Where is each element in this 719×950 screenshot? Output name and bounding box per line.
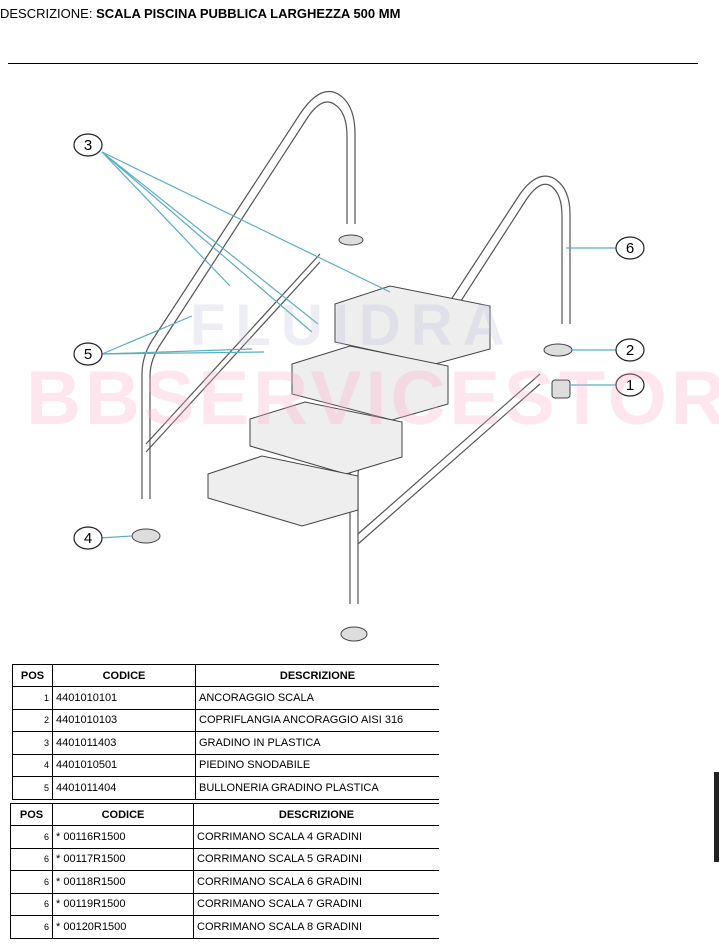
row-desc: CORRIMANO SCALA 8 GRADINI bbox=[193, 915, 439, 938]
ladder-drawing: 1 2 3 4 5 6 bbox=[73, 90, 645, 642]
watermark-fluidra: FLUIDRA bbox=[190, 293, 515, 358]
col-header-pos: POS bbox=[10, 803, 53, 826]
col-header-code: CODICE bbox=[52, 803, 194, 826]
row-code: 4401011404 bbox=[52, 776, 196, 799]
row-desc: CORRIMANO SCALA 7 GRADINI bbox=[193, 892, 439, 916]
table-row: 4 4401010501 PIEDINO SNODABILE bbox=[12, 753, 439, 777]
callout-5-label: 5 bbox=[84, 346, 92, 363]
callout-2-label: 2 bbox=[626, 342, 634, 359]
row-desc: ANCORAGGIO SCALA bbox=[195, 686, 439, 709]
row-pos: 6 bbox=[10, 870, 53, 893]
row-desc: PIEDINO SNODABILE bbox=[195, 753, 439, 777]
table-row: 6 * 00116R1500 CORRIMANO SCALA 4 GRADINI bbox=[10, 825, 439, 848]
table-row: 1 4401010101 ANCORAGGIO SCALA bbox=[12, 686, 439, 709]
row-desc: BULLONERIA GRADINO PLASTICA bbox=[195, 776, 439, 799]
row-pos: 6 bbox=[10, 915, 53, 938]
table-row: 3 4401011403 GRADINO IN PLASTICA bbox=[12, 731, 439, 754]
row-code: 4401010103 bbox=[52, 708, 196, 732]
row-desc: COPRIFLANGIA ANCORAGGIO AISI 316 bbox=[195, 708, 439, 732]
table-row: 6 * 00120R1500 CORRIMANO SCALA 8 GRADINI bbox=[10, 915, 439, 938]
row-pos: 2 bbox=[12, 708, 53, 732]
row-pos: 4 bbox=[12, 753, 53, 777]
parts-table-2: POS CODICE DESCRIZIONE 6 * 00116R1500 CO… bbox=[10, 803, 439, 939]
table-row: 6 * 00119R1500 CORRIMANO SCALA 7 GRADINI bbox=[10, 892, 439, 916]
row-desc: CORRIMANO SCALA 6 GRADINI bbox=[193, 870, 439, 893]
header-title: SCALA PISCINA PUBBLICA LARGHEZZA 500 MM bbox=[96, 6, 401, 21]
rear-handrail bbox=[141, 90, 356, 499]
row-code: 4401010101 bbox=[52, 686, 196, 709]
row-code: * 00119R1500 bbox=[52, 892, 194, 916]
callout-4-label: 4 bbox=[84, 530, 92, 547]
row-code: * 00120R1500 bbox=[52, 915, 194, 938]
row-pos: 3 bbox=[12, 731, 53, 754]
table-header-row: POS CODICE DESCRIZIONE bbox=[10, 803, 439, 826]
row-code: 4401010501 bbox=[52, 753, 196, 777]
row-pos: 6 bbox=[10, 892, 53, 916]
page-edge-mark bbox=[714, 772, 719, 862]
table-row: 6 * 00118R1500 CORRIMANO SCALA 6 GRADINI bbox=[10, 870, 439, 893]
row-desc: CORRIMANO SCALA 4 GRADINI bbox=[193, 825, 439, 848]
anchors-feet bbox=[131, 234, 573, 642]
table-row: 2 4401010103 COPRIFLANGIA ANCORAGGIO AIS… bbox=[12, 708, 439, 732]
row-pos: 1 bbox=[12, 686, 53, 709]
watermark-store: BBSERVICESTORE bbox=[26, 356, 719, 441]
callout-labels: 1 2 3 4 5 6 bbox=[84, 137, 634, 547]
col-header-code: CODICE bbox=[52, 664, 196, 687]
row-pos: 6 bbox=[10, 825, 53, 848]
row-code: * 00116R1500 bbox=[52, 825, 194, 848]
row-code: * 00118R1500 bbox=[52, 870, 194, 893]
callout-1-label: 1 bbox=[626, 377, 634, 394]
leader-lines bbox=[99, 151, 616, 539]
row-desc: CORRIMANO SCALA 5 GRADINI bbox=[193, 847, 439, 871]
table-row: 6 * 00117R1500 CORRIMANO SCALA 5 GRADINI bbox=[10, 847, 439, 871]
callout-circles bbox=[73, 133, 645, 550]
row-code: * 00117R1500 bbox=[52, 847, 194, 871]
steps bbox=[207, 285, 491, 527]
header-label: DESCRIZIONE: bbox=[0, 6, 93, 21]
table-row: 5 4401011404 BULLONERIA GRADINO PLASTICA bbox=[12, 776, 439, 799]
col-header-desc: DESCRIZIONE bbox=[193, 803, 439, 826]
callout-3-label: 3 bbox=[84, 137, 92, 154]
col-header-desc: DESCRIZIONE bbox=[195, 664, 439, 687]
parts-table-1: POS CODICE DESCRIZIONE 1 4401010101 ANCO… bbox=[12, 664, 439, 800]
header-rule bbox=[8, 63, 698, 64]
document-header: DESCRIZIONE: SCALA PISCINA PUBBLICA LARG… bbox=[0, 6, 400, 21]
callout-6-label: 6 bbox=[626, 240, 634, 257]
row-pos: 6 bbox=[10, 847, 53, 871]
table-header-row: POS CODICE DESCRIZIONE bbox=[12, 664, 439, 687]
col-header-pos: POS bbox=[12, 664, 53, 687]
row-pos: 5 bbox=[12, 776, 53, 799]
ladder-exploded-diagram: 1 2 3 4 5 6 bbox=[20, 74, 698, 646]
row-desc: GRADINO IN PLASTICA bbox=[195, 731, 439, 754]
row-code: 4401011403 bbox=[52, 731, 196, 754]
